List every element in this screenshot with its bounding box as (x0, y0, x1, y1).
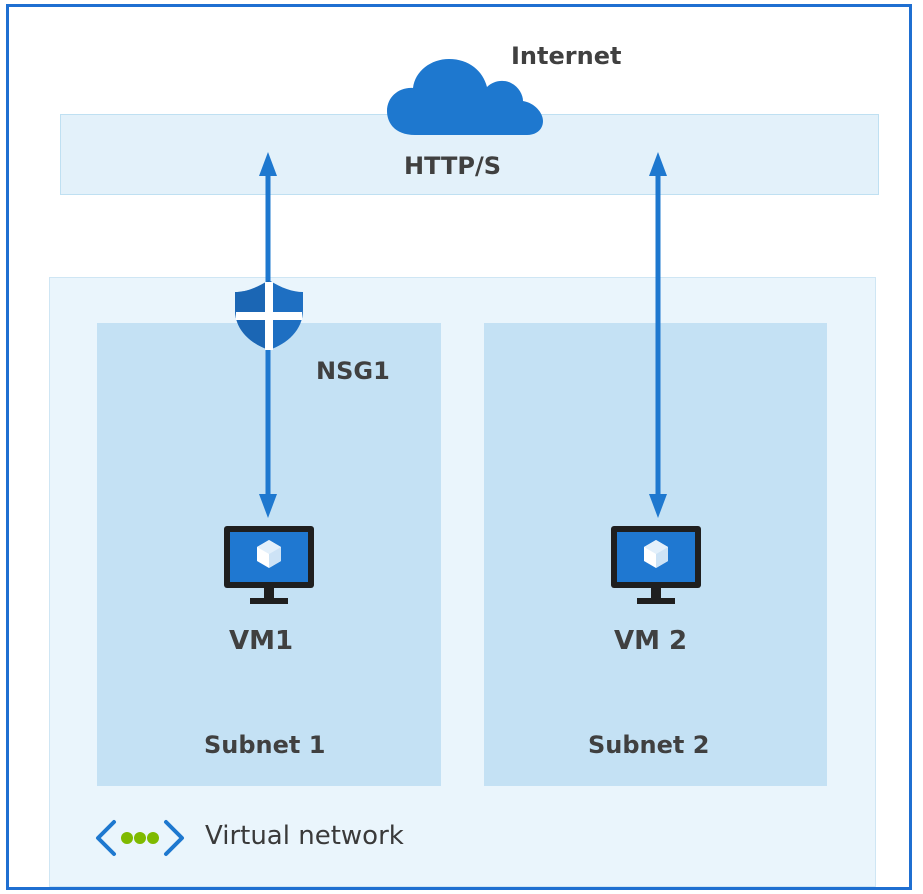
virtual-network-label: Virtual network (205, 821, 404, 851)
arrow-vm2-bottom-head (649, 494, 667, 518)
arrow-vm2-top-head (649, 152, 667, 176)
vm2-label: VM 2 (614, 626, 688, 656)
nsg-label: NSG1 (316, 357, 390, 385)
virtual-machine-icon (611, 526, 701, 604)
virtual-machine-icon (224, 526, 314, 604)
subnet-1-label: Subnet 1 (204, 731, 326, 759)
virtual-network-icon (96, 820, 184, 856)
subnet-2-label: Subnet 2 (588, 731, 710, 759)
arrow-vm1-top-head (259, 152, 277, 176)
internet-label: Internet (511, 42, 622, 70)
vm1-label: VM1 (229, 626, 294, 656)
arrow-vm1-bottom-head (259, 494, 277, 518)
cloud-icon (387, 59, 543, 135)
protocol-label: HTTP/S (404, 152, 502, 180)
shield-icon (235, 280, 303, 350)
